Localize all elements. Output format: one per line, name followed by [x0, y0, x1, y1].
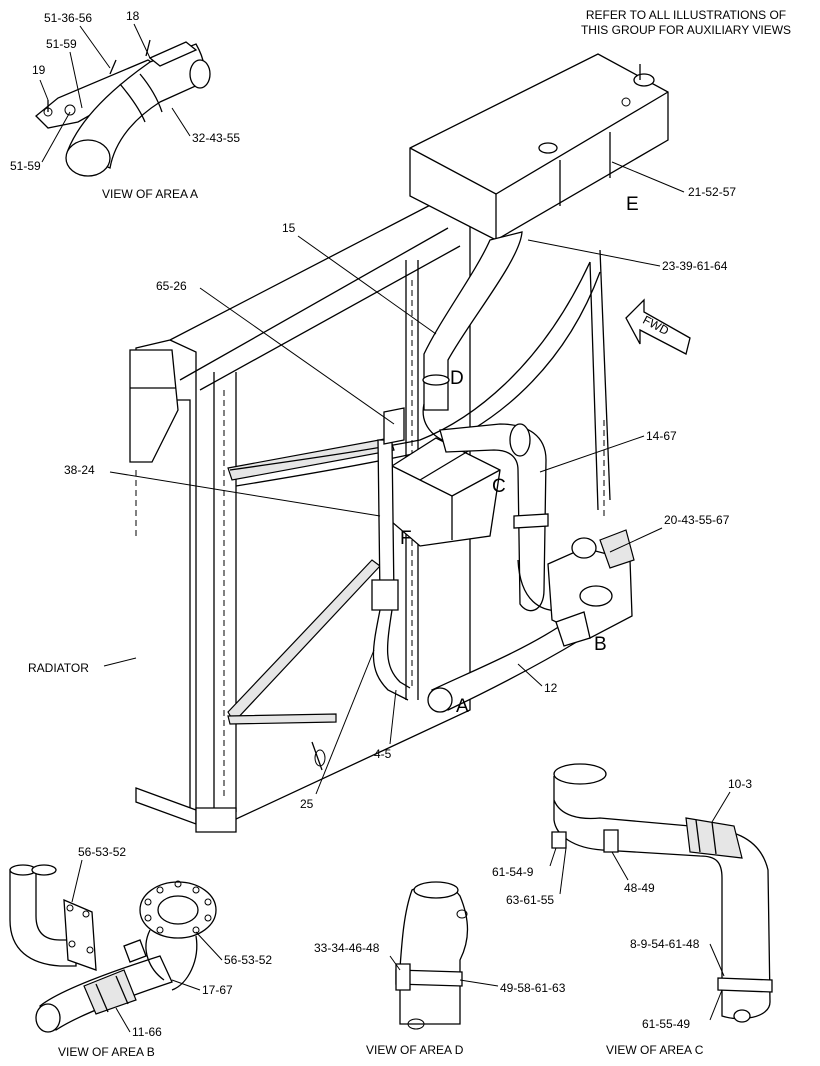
label-10-3: 10-3: [728, 777, 752, 791]
label-14-67: 14-67: [646, 429, 677, 443]
note-line-2: THIS GROUP FOR AUXILIARY VIEWS: [581, 23, 791, 37]
view-area-c-drawing: [551, 763, 773, 1023]
view-b-leaders: [71, 859, 223, 1033]
label-20-43-55-67: 20-43-55-67: [664, 513, 730, 527]
area-label-d: D: [450, 368, 464, 389]
view-area-d-caption: VIEW OF AREA D: [366, 1043, 464, 1057]
label-19: 19: [32, 63, 46, 77]
fwd-arrow-icon: [625, 298, 691, 355]
view-area-a-caption: VIEW OF AREA A: [102, 187, 198, 201]
tube-f-drawing: [371, 407, 411, 701]
main-leaders: [103, 161, 685, 795]
label-12: 12: [544, 681, 558, 695]
pipe-12-drawing: [427, 611, 591, 713]
label-18: 18: [126, 9, 140, 23]
view-d-leaders: [389, 955, 499, 987]
area-label-b: B: [594, 634, 607, 655]
label-51-59-bottom: 51-59: [10, 159, 41, 173]
label-63-61-55: 63-61-55: [506, 893, 554, 907]
view-a-leaders: [39, 23, 191, 163]
label-56-53-52-b: 56-53-52: [224, 953, 272, 967]
label-4-5: 4-5: [374, 747, 392, 761]
label-21-52-57: 21-52-57: [688, 185, 736, 199]
pipe-c-drawing: [439, 423, 567, 612]
label-17-67: 17-67: [202, 983, 233, 997]
view-area-a-drawing: [35, 39, 211, 177]
label-48-49: 48-49: [624, 881, 655, 895]
radiator-label: RADIATOR: [28, 661, 89, 675]
area-label-c: C: [492, 476, 506, 497]
view-area-d-drawing: [395, 881, 469, 1030]
main-assembly-drawing: [129, 199, 611, 833]
area-label-a: A: [456, 696, 469, 717]
label-33-34-46-48: 33-34-46-48: [314, 941, 380, 955]
view-area-c-caption: VIEW OF AREA C: [606, 1043, 704, 1057]
area-label-f: F: [400, 528, 412, 549]
label-61-54-9: 61-54-9: [492, 865, 534, 879]
label-32-43-55: 32-43-55: [192, 131, 240, 145]
view-area-b-caption: VIEW OF AREA B: [58, 1045, 155, 1059]
view-c-leaders: [549, 791, 731, 1021]
label-61-55-49: 61-55-49: [642, 1017, 690, 1031]
label-11-66: 11-66: [132, 1025, 162, 1039]
area-label-e: E: [626, 194, 639, 215]
label-8-9-54-61-48: 8-9-54-61-48: [630, 937, 700, 951]
label-56-53-52-a: 56-53-52: [78, 845, 126, 859]
label-51-36-56: 51-36-56: [44, 11, 92, 25]
label-51-59-top: 51-59: [46, 37, 77, 51]
label-15: 15: [282, 221, 296, 235]
tank-e-drawing: [409, 53, 669, 241]
note-line-1: REFER TO ALL ILLUSTRATIONS OF: [586, 8, 786, 22]
label-65-26: 65-26: [156, 279, 187, 293]
label-23-39-61-64: 23-39-61-64: [662, 259, 728, 273]
label-25: 25: [300, 797, 314, 811]
label-49-58-61-63: 49-58-61-63: [500, 981, 566, 995]
view-area-b-drawing: [9, 864, 217, 1033]
label-38-24: 38-24: [64, 463, 95, 477]
